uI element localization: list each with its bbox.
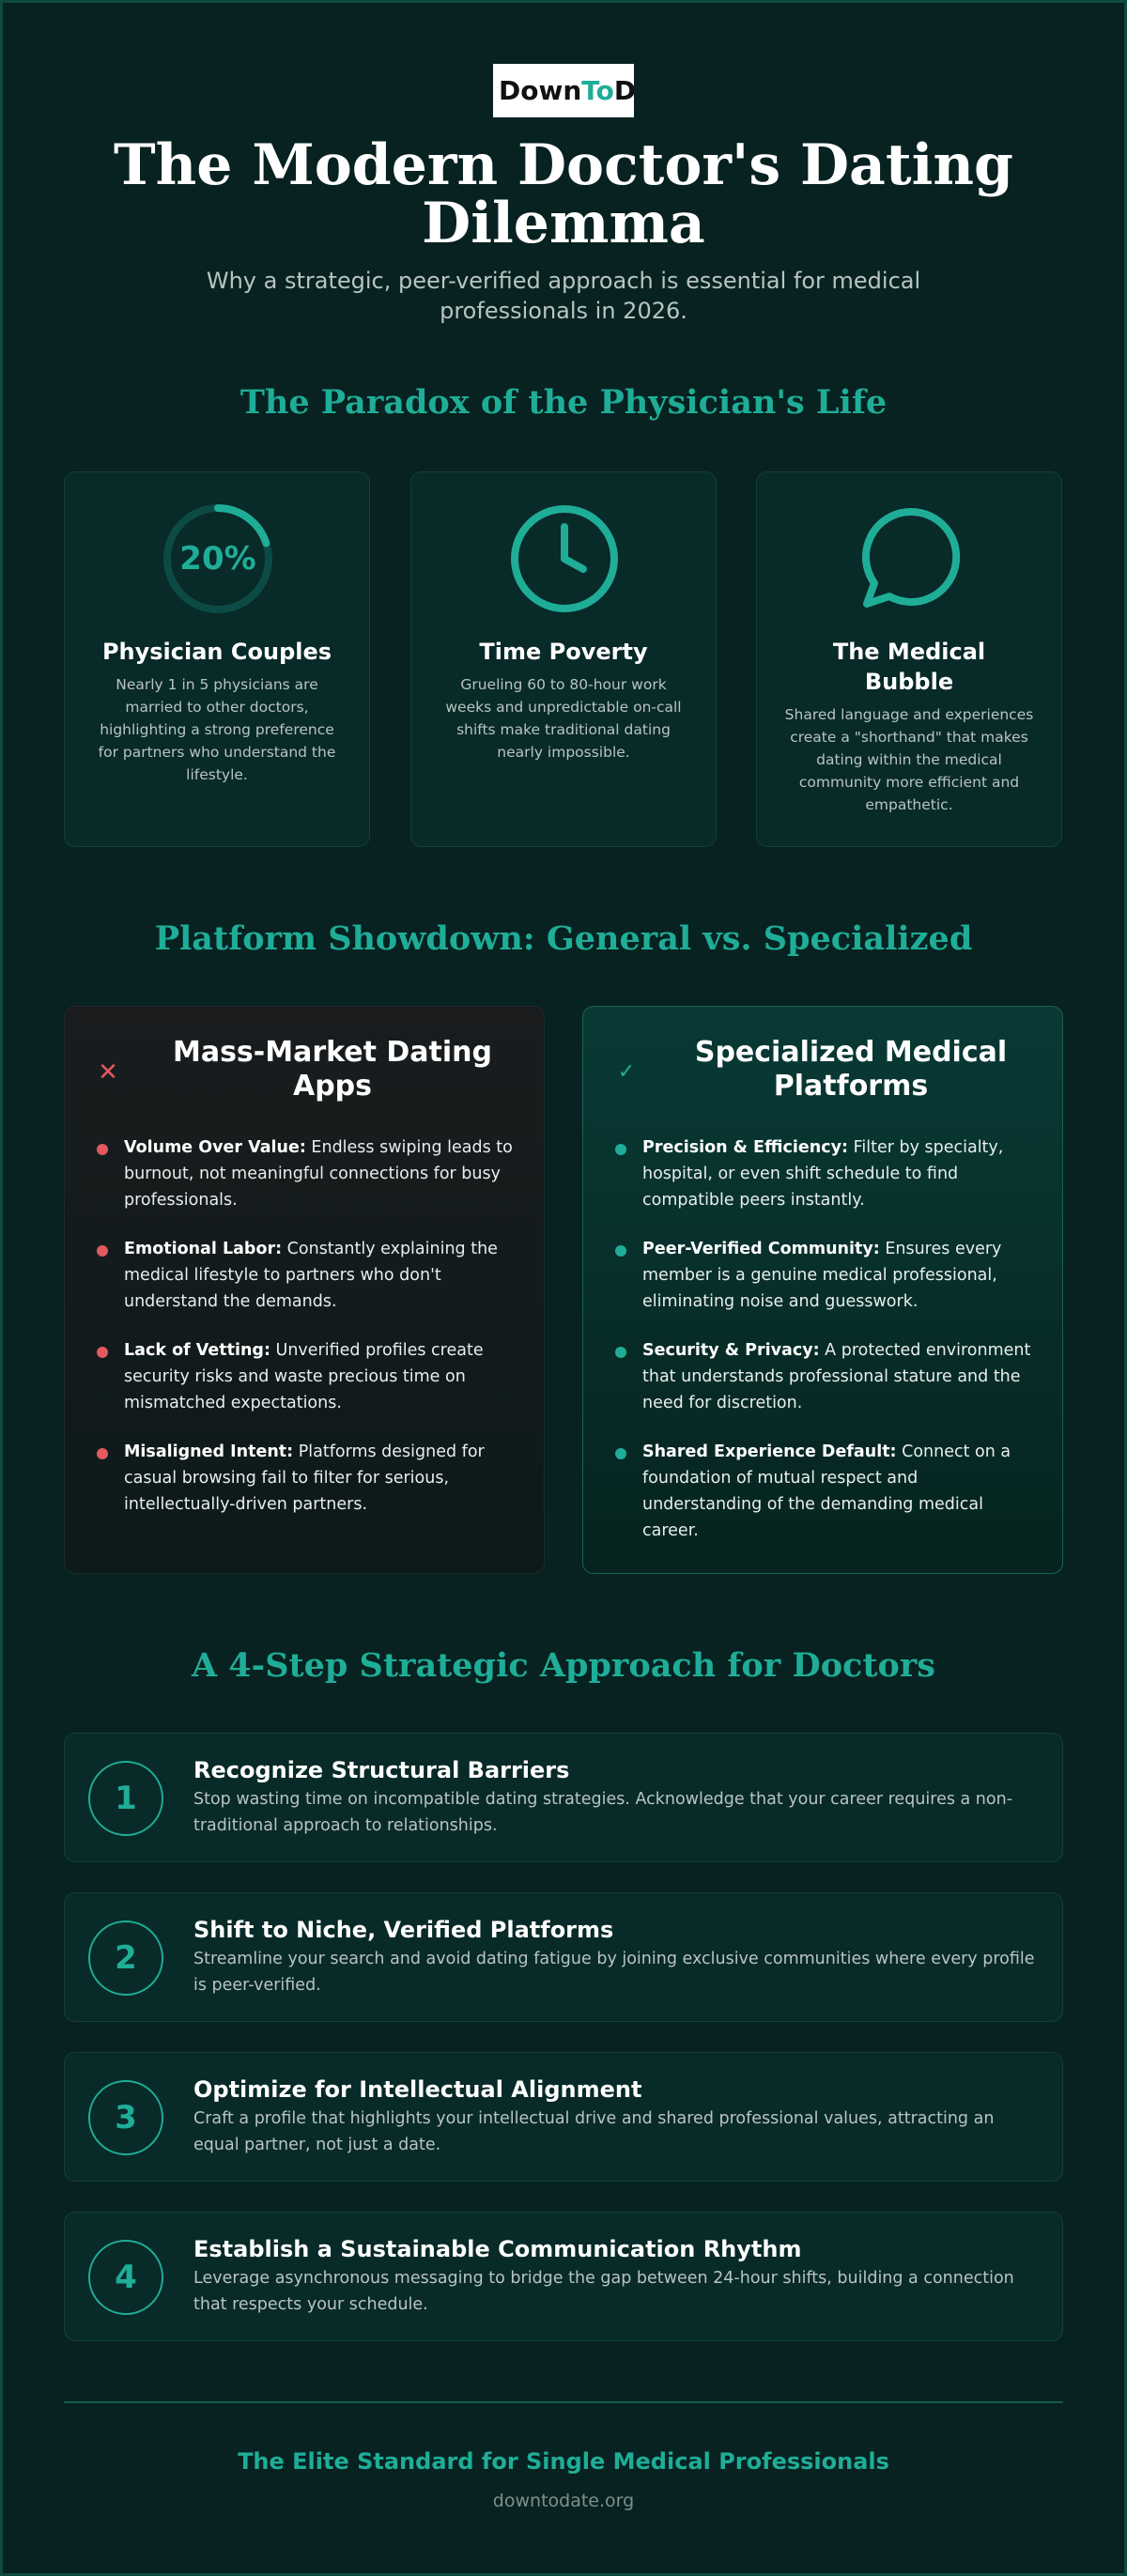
list-item: Shared Experience Default: Connect on a …: [583, 1439, 1062, 1544]
step-number: 4: [88, 2240, 163, 2315]
item-text: Ensures every member is a genuine medica…: [642, 1240, 1002, 1311]
bullet-icon: [97, 1347, 108, 1358]
showdown-heading: Platform Showdown: General vs. Specializ…: [154, 919, 973, 958]
item-label: Volume Over Value:: [124, 1138, 306, 1157]
list-item: Peer-Verified Community: Ensures every m…: [583, 1236, 1062, 1315]
logo-text-down: Down: [499, 75, 582, 106]
item-label: Emotional Labor:: [124, 1240, 283, 1258]
step-title: Recognize Structural Barriers: [193, 1757, 570, 1783]
check-icon: ✓: [617, 1060, 636, 1084]
step-title: Establish a Sustainable Communication Rh…: [193, 2236, 802, 2262]
paradox-card-time-poverty: Time Poverty Grueling 60 to 80-hour work…: [410, 471, 717, 847]
step-description: Craft a profile that highlights your int…: [193, 2109, 995, 2154]
item-label: Precision & Efficiency:: [642, 1138, 848, 1157]
list-item: Misaligned Intent: Platforms designed fo…: [65, 1439, 544, 1518]
card-body: Shared language and experiences create a…: [784, 706, 1034, 813]
card-title: Physician Couples: [101, 639, 332, 665]
card-title: The Medical Bubble: [832, 639, 986, 695]
general-list: Volume Over Value: Endless swiping leads…: [65, 1134, 544, 1540]
steps-heading: A 4-Step Strategic Approach for Doctors: [191, 1646, 936, 1685]
card-title: Specialized Medical Platforms: [694, 1036, 1008, 1103]
paradox-card-physician-couples: 20% Physician Couples Nearly 1 in 5 phys…: [64, 471, 370, 847]
item-label: Misaligned Intent:: [124, 1442, 294, 1461]
item-text: Connect on a foundation of mutual respec…: [642, 1442, 1011, 1540]
logo-text-to: To: [581, 75, 614, 106]
logo-text-date: Date: [613, 75, 634, 106]
bullet-icon: [615, 1245, 626, 1257]
list-item: Volume Over Value: Endless swiping leads…: [65, 1134, 544, 1213]
paradox-heading: The Paradox of the Physician's Life: [239, 383, 888, 422]
specialized-list: Precision & Efficiency: Filter by specia…: [583, 1134, 1062, 1566]
chat-bubble-icon: [854, 502, 966, 615]
footer-url-link[interactable]: downtodate.org: [492, 2491, 635, 2511]
item-text: Filter by specialty, hospital, or even s…: [642, 1138, 1004, 1210]
step-card-3: 3 Optimize for Intellectual Alignment Cr…: [64, 2052, 1063, 2182]
card-body: Nearly 1 in 5 physicians are married to …: [98, 676, 336, 783]
logo: DownToDate: [493, 64, 634, 117]
general-apps-card: ✕ Mass-Market Dating Apps Volume Over Va…: [64, 1006, 545, 1574]
paradox-card-medical-bubble: The Medical Bubble Shared language and e…: [756, 471, 1062, 847]
footer-tagline: The Elite Standard for Single Medical Pr…: [238, 2448, 889, 2475]
step-number: 2: [88, 1920, 163, 1996]
stat-value: 20%: [179, 540, 256, 578]
card-title: Mass-Market Dating Apps: [172, 1036, 493, 1103]
page-title: The Modern Doctor's Dating Dilemma: [114, 132, 1013, 256]
step-number: 1: [88, 1761, 163, 1836]
progress-ring-icon: 20%: [162, 502, 274, 615]
step-number: 3: [88, 2080, 163, 2155]
list-item: Security & Privacy: A protected environm…: [583, 1337, 1062, 1416]
item-label: Shared Experience Default:: [642, 1442, 897, 1461]
list-item: Lack of Vetting: Unverified profiles cre…: [65, 1337, 544, 1416]
clock-icon: [508, 502, 621, 615]
step-title: Optimize for Intellectual Alignment: [193, 2076, 642, 2103]
bullet-icon: [97, 1144, 108, 1155]
bullet-icon: [615, 1448, 626, 1459]
bullet-icon: [97, 1245, 108, 1257]
bullet-icon: [97, 1448, 108, 1459]
step-description: Leverage asynchronous messaging to bridg…: [193, 2269, 1014, 2314]
item-label: Lack of Vetting:: [124, 1341, 270, 1360]
item-text: Platforms designed for casual browsing f…: [124, 1442, 485, 1514]
step-title: Shift to Niche, Verified Platforms: [193, 1917, 614, 1943]
item-text: Constantly explaining the medical lifest…: [124, 1240, 498, 1311]
bullet-icon: [615, 1347, 626, 1358]
card-body: Grueling 60 to 80-hour work weeks and un…: [445, 676, 682, 761]
step-card-2: 2 Shift to Niche, Verified Platforms Str…: [64, 1892, 1063, 2022]
item-text: A protected environment that understands…: [642, 1341, 1031, 1412]
step-card-1: 1 Recognize Structural Barriers Stop was…: [64, 1733, 1063, 1862]
step-card-4: 4 Establish a Sustainable Communication …: [64, 2212, 1063, 2341]
page-subtitle: Why a strategic, peer-verified approach …: [206, 268, 921, 324]
list-item: Emotional Labor: Constantly explaining t…: [65, 1236, 544, 1315]
item-label: Security & Privacy:: [642, 1341, 820, 1360]
item-text: Unverified profiles create security risk…: [124, 1341, 484, 1412]
x-icon: ✕: [98, 1058, 118, 1087]
list-item: Precision & Efficiency: Filter by specia…: [583, 1134, 1062, 1213]
step-description: Stop wasting time on incompatible dating…: [193, 1790, 1013, 1835]
step-description: Streamline your search and avoid dating …: [193, 1950, 1035, 1995]
specialized-platforms-card: ✓ Specialized Medical Platforms Precisio…: [582, 1006, 1063, 1574]
item-label: Peer-Verified Community:: [642, 1240, 880, 1258]
footer-divider: [64, 2401, 1063, 2403]
bullet-icon: [615, 1144, 626, 1155]
card-title: Time Poverty: [479, 639, 648, 665]
item-text: Endless swiping leads to burnout, not me…: [124, 1138, 513, 1210]
